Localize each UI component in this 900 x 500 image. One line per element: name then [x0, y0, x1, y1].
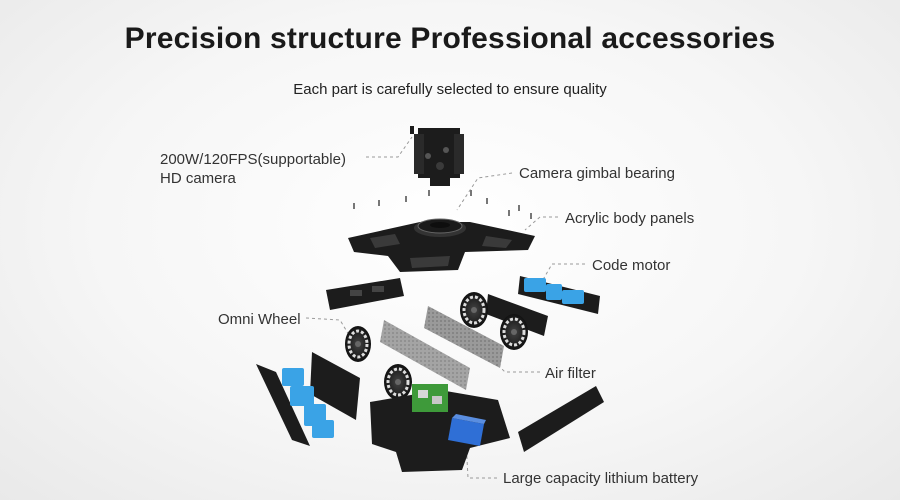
bottom-plate [370, 384, 510, 472]
omni-wheel-4 [384, 364, 412, 400]
label-omni: Omni Wheel [218, 311, 301, 328]
omni-leader [305, 317, 353, 341]
gimbal-leader [456, 172, 513, 211]
acrylic-leader [524, 216, 558, 231]
label-camera: 200W/120FPS(supportable) HD camera [160, 151, 346, 187]
code-motor-left [256, 364, 334, 446]
air-filter [380, 306, 504, 390]
label-gimbal: Camera gimbal bearing [519, 165, 675, 182]
screws [353, 190, 532, 219]
label-battery: Large capacity lithium battery [503, 470, 699, 487]
side-panel-right-lower [518, 386, 604, 452]
omni-wheel-2 [500, 314, 528, 350]
side-panel-left-upper [326, 278, 404, 310]
omni-wheel-3 [345, 326, 371, 362]
label-acrylic: Acrylic body panels [565, 210, 695, 227]
label-motor: Code motor [592, 257, 671, 274]
control-board [412, 384, 448, 412]
camera-leader [366, 136, 413, 158]
hd-camera [410, 126, 464, 186]
top-plate [348, 218, 535, 272]
motor-leader [539, 263, 585, 286]
side-panel-left-lower [310, 352, 360, 420]
code-motor-right [518, 276, 600, 314]
filter-leader [494, 361, 540, 373]
page-subtitle: Each part is carefully selected to ensur… [293, 81, 607, 98]
lithium-battery [448, 418, 484, 446]
omni-wheel-1 [460, 292, 488, 328]
page-title: Precision structure Professional accesso… [124, 22, 776, 55]
label-filter: Air filter [545, 365, 596, 382]
